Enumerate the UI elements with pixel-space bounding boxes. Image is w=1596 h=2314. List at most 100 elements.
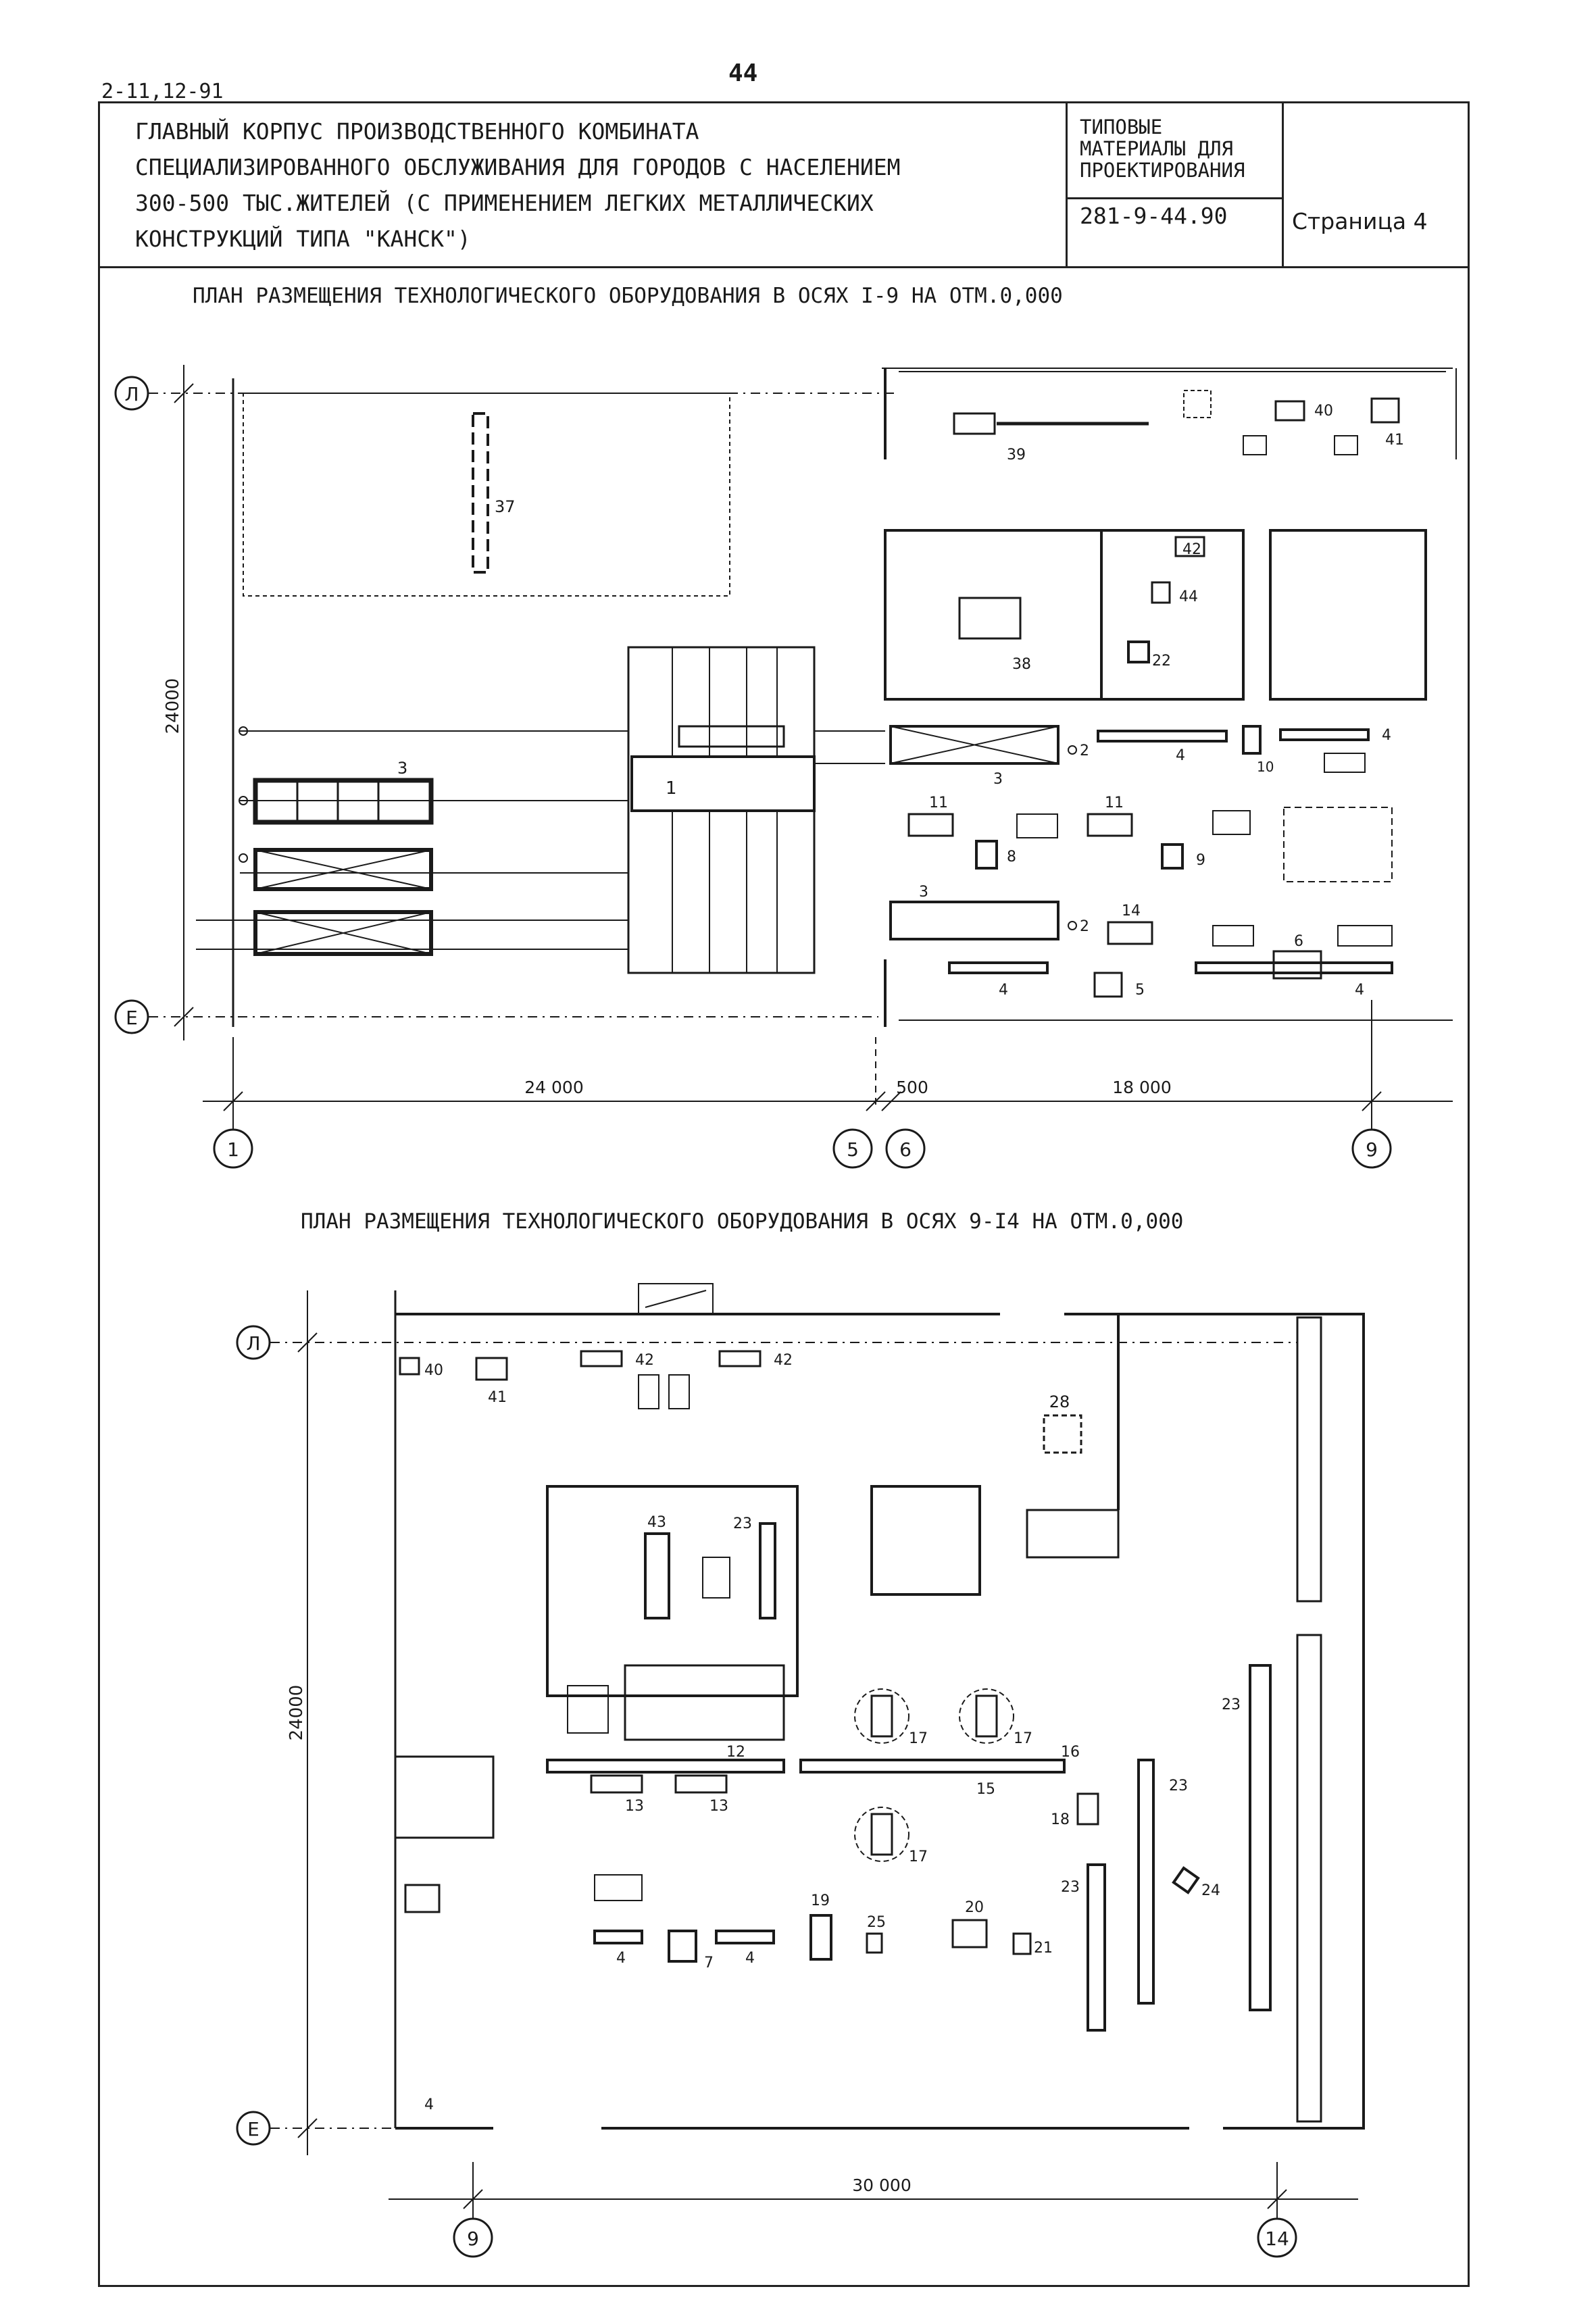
reserved-zone [394, 1755, 495, 1839]
equipment-41 [1370, 397, 1400, 424]
equipment-13a [590, 1774, 643, 1794]
dimension-tick [866, 1091, 886, 1111]
dimension-tick [297, 2118, 318, 2138]
dimension-30000: 30 000 [852, 2175, 911, 2195]
equipment-15-line [799, 1759, 1066, 1774]
equipment-23a [759, 1522, 776, 1619]
plan1: Л Е 1 5 6 9 24000 24 000 500 18 000 [114, 365, 1457, 1169]
equipment-label-3-lower: 3 [919, 884, 928, 901]
equipment-box [1016, 813, 1058, 838]
conveyor-lines [196, 730, 885, 950]
axis-bubble-l [114, 376, 149, 411]
equipment-box [594, 1874, 643, 1901]
plan1-title: ПЛАН РАЗМЕЩЕНИЯ ТЕХНОЛОГИЧЕСКОГО ОБОРУДО… [193, 284, 1063, 308]
equipment-7 [668, 1930, 697, 1963]
equipment-2 [1068, 745, 1077, 755]
equipment-label-17c: 17 [909, 1848, 928, 1865]
equipment-17c [854, 1807, 909, 1862]
dimension-500: 500 [896, 1078, 928, 1097]
dimension-tick [1267, 2189, 1287, 2209]
series-code: 2-11,12-91 [101, 80, 224, 103]
equipment-label-7: 7 [704, 1955, 714, 1971]
crane-zone [243, 393, 730, 597]
equipment-20 [951, 1919, 988, 1948]
dimension-tick [174, 383, 194, 403]
table-38 [958, 597, 1022, 640]
equipment-label-25: 25 [867, 1914, 886, 1931]
equipment-label-40: 40 [1314, 403, 1333, 420]
equipment-label-42: 42 [1182, 541, 1201, 558]
dimension-tick [297, 1332, 318, 1353]
wall-column [1296, 1316, 1322, 1603]
dimension-tick [174, 1007, 194, 1027]
equipment-box [1324, 753, 1366, 773]
equipment-4-line [1279, 728, 1370, 741]
equipment-label-11: 11 [929, 795, 948, 811]
axis-label-9: 9 [467, 2228, 479, 2250]
equipment-label-4: 4 [1176, 747, 1185, 764]
equipment-13b [674, 1774, 728, 1794]
cross-line [890, 726, 1059, 764]
equipment-label-3: 3 [397, 759, 407, 778]
equipment-label-17b: 17 [1014, 1730, 1032, 1747]
typical-line: ПРОЕКТИРОВАНИЯ [1080, 159, 1245, 182]
equipment-19 [809, 1914, 832, 1961]
equipment-11b [1087, 813, 1133, 837]
cross-line [255, 849, 432, 890]
typical-line: МАТЕРИАЛЫ ДЛЯ [1080, 137, 1233, 160]
equipment-label-43: 43 [647, 1514, 666, 1531]
equipment-label-42b: 42 [774, 1352, 793, 1369]
equipment-label-4c: 4 [745, 1950, 755, 1967]
equipment-label-21: 21 [1034, 1940, 1053, 1957]
title-line: СПЕЦИАЛИЗИРОВАННОГО ОБСЛУЖИВАНИЯ ДЛЯ ГОР… [135, 154, 901, 180]
equipment-label-28: 28 [1049, 1392, 1070, 1411]
room-partition [1026, 1509, 1120, 1559]
equipment-label-13a: 13 [625, 1798, 644, 1815]
dimension-tick [881, 1091, 901, 1111]
equipment-22 [1127, 640, 1150, 663]
equipment-label-2: 2 [1080, 743, 1089, 759]
post [239, 853, 248, 863]
equipment-label-42: 42 [635, 1352, 654, 1369]
equipment-box [567, 1685, 609, 1734]
equipment-11 [907, 813, 954, 837]
equipment-label-44: 44 [1179, 588, 1198, 605]
equipment-label-39: 39 [1007, 447, 1026, 463]
equipment-4-line [593, 1930, 643, 1944]
equipment-25 [866, 1932, 883, 1954]
equipment-label-15: 15 [976, 1781, 995, 1798]
equipment-label-19: 19 [811, 1892, 830, 1909]
equipment-label-4b: 4 [616, 1950, 626, 1967]
equipment-4-line [1097, 730, 1228, 743]
equipment-12-line [546, 1759, 785, 1774]
axis-label-e: Е [126, 1007, 138, 1029]
axis-bubble-l [236, 1325, 271, 1360]
drawing-frame [98, 101, 1470, 2287]
equipment-label-4: 4 [424, 2096, 434, 2113]
equipment-label-20: 20 [965, 1899, 984, 1916]
overhead-crane-37 [472, 412, 489, 574]
typical-line: ТИПОВЫЕ [1080, 116, 1163, 139]
title-block [98, 101, 1470, 268]
dimension-tick [463, 2189, 483, 2209]
equipment-label-6: 6 [1294, 933, 1303, 950]
equipment-label-4c: 4 [999, 982, 1008, 999]
equipment-label-37: 37 [495, 497, 516, 516]
equipment-label-22: 22 [1152, 653, 1171, 670]
equipment-18 [1076, 1792, 1099, 1826]
equipment-box [668, 1374, 690, 1409]
equipment-label-1: 1 [666, 778, 677, 799]
axis-label-14: 14 [1265, 2228, 1289, 2250]
equipment-box [253, 910, 433, 956]
equipment-17a-body [870, 1694, 893, 1738]
plan2: Л Е 9 14 24000 30 000 40 41 [236, 1283, 1365, 2258]
equipment-label-3-upper: 3 [993, 771, 1003, 788]
equipment-box [1243, 435, 1267, 455]
equipment-23b [1137, 1759, 1155, 2005]
page-number: 44 [728, 59, 758, 87]
dimension-tick [1362, 1091, 1382, 1111]
staircase [638, 1283, 714, 1315]
equipment-17b [959, 1688, 1014, 1744]
equipment-label-40: 40 [424, 1362, 443, 1379]
